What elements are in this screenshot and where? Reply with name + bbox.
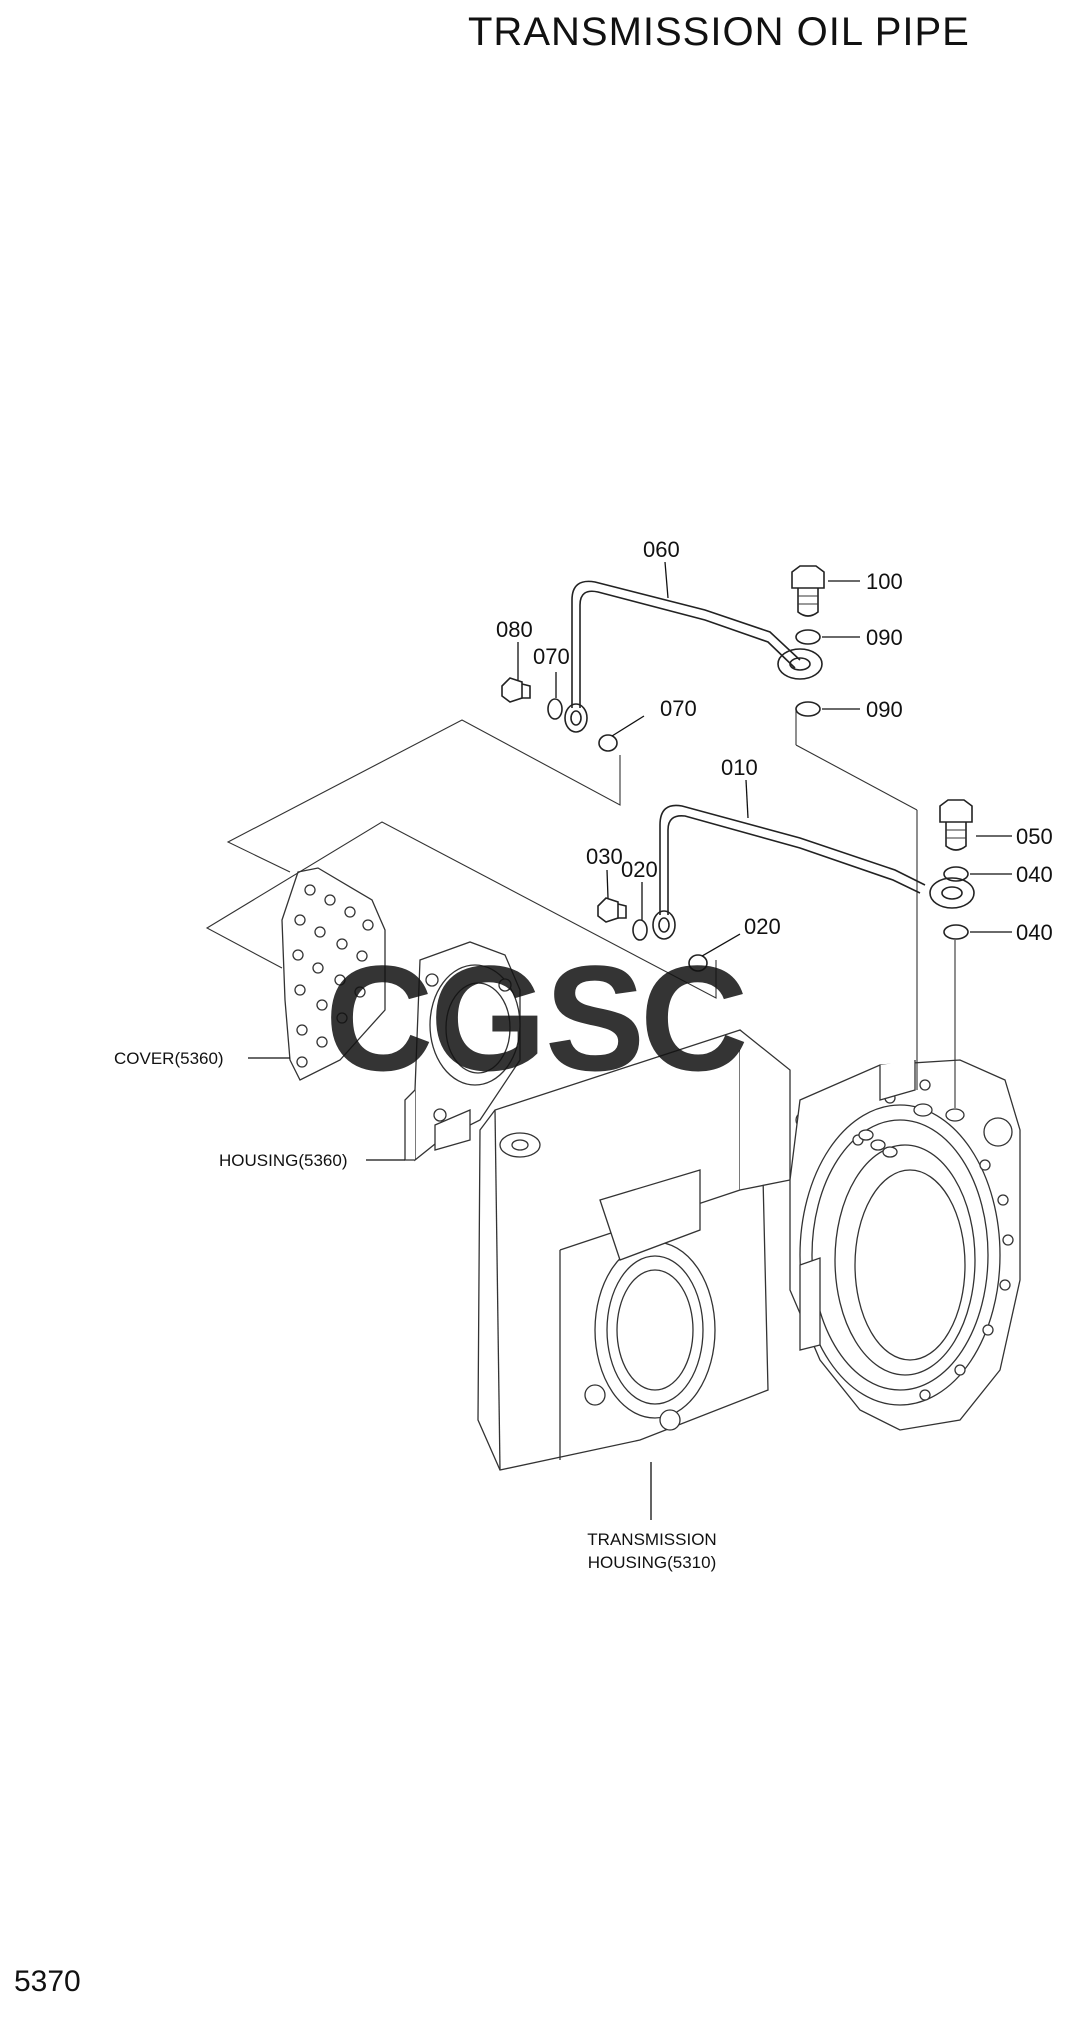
watermark-letter: S	[545, 934, 645, 1102]
callout-100: 100	[866, 569, 903, 594]
oil-pipe-010	[652, 804, 975, 940]
plug-030	[597, 897, 627, 923]
callout-labels: 060 100 090 080 070 070 090 010 050 040 …	[496, 537, 1053, 945]
leader-lines	[248, 561, 1012, 1520]
callout-090-lower: 090	[866, 697, 903, 722]
callout-020-left: 020	[621, 857, 658, 882]
callout-070-left: 070	[533, 644, 570, 669]
callout-060: 060	[643, 537, 680, 562]
ref-transmission-line1: TRANSMISSION	[587, 1530, 716, 1549]
page-title: TRANSMISSION OIL PIPE	[468, 10, 970, 54]
callout-080: 080	[496, 617, 533, 642]
callout-050: 050	[1016, 824, 1053, 849]
eye-bolt-100	[791, 565, 825, 617]
assembly-guide-lines	[205, 708, 956, 1108]
callout-040-upper: 040	[1016, 862, 1053, 887]
pump-cover	[281, 867, 386, 1081]
eye-bolt-050	[939, 799, 973, 851]
watermark-letter: C	[325, 934, 433, 1102]
reference-labels: COVER(5360) HOUSING(5360) TRANSMISSION H…	[114, 1049, 717, 1572]
watermark-letter: G	[430, 934, 547, 1102]
ref-transmission-line2: HOUSING(5310)	[588, 1553, 716, 1572]
callout-090-upper: 090	[866, 625, 903, 650]
callout-030: 030	[586, 844, 623, 869]
pump-housing	[404, 941, 521, 1162]
callout-020-right: 020	[744, 914, 781, 939]
page-number: 5370	[14, 1965, 81, 1998]
callout-070-right: 070	[660, 696, 697, 721]
watermark-letter: C	[640, 934, 748, 1102]
plug-080	[501, 677, 531, 703]
ref-housing: HOUSING(5360)	[219, 1151, 347, 1170]
oil-pipe-060	[564, 580, 823, 733]
cgsc-watermark: C G S C	[325, 934, 748, 1102]
ref-cover: COVER(5360)	[114, 1049, 224, 1068]
callout-010: 010	[721, 755, 758, 780]
transmission-housing	[477, 1029, 1021, 1471]
callout-040-lower: 040	[1016, 920, 1053, 945]
o-rings	[547, 629, 969, 972]
